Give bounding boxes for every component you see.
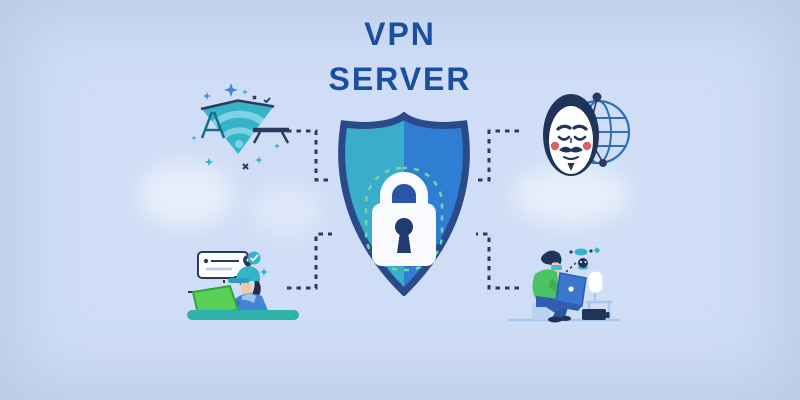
desk-table <box>187 310 299 320</box>
user-chat-laptop-icon <box>187 251 299 320</box>
wifi-stand-right <box>252 127 290 144</box>
dashed-connectors <box>287 129 519 290</box>
cloud-shape <box>252 186 322 236</box>
floating-icons <box>565 247 601 273</box>
shield-lock-icon <box>338 112 470 296</box>
padlock-icon <box>364 166 444 272</box>
shield-check-badge-icon <box>247 251 269 277</box>
sparkle-stars <box>191 83 281 170</box>
hacker-workstation-icon <box>508 247 620 323</box>
sitting-person <box>532 250 571 323</box>
anonymous-mask-icon <box>543 94 599 176</box>
laptop-blue <box>552 272 587 311</box>
wifi-fan <box>200 99 275 154</box>
title-line-1: VPN <box>364 16 436 52</box>
page-title: VPN SERVER <box>0 10 800 95</box>
anonymous-mask-globe-icon <box>543 92 631 176</box>
wifi-signal-icon <box>191 83 290 170</box>
title-line-2: SERVER <box>328 61 472 97</box>
cloud-shape <box>138 162 234 228</box>
dark-case-box <box>582 309 610 320</box>
laptop-green <box>191 284 240 316</box>
wifi-stand-left <box>200 111 226 139</box>
